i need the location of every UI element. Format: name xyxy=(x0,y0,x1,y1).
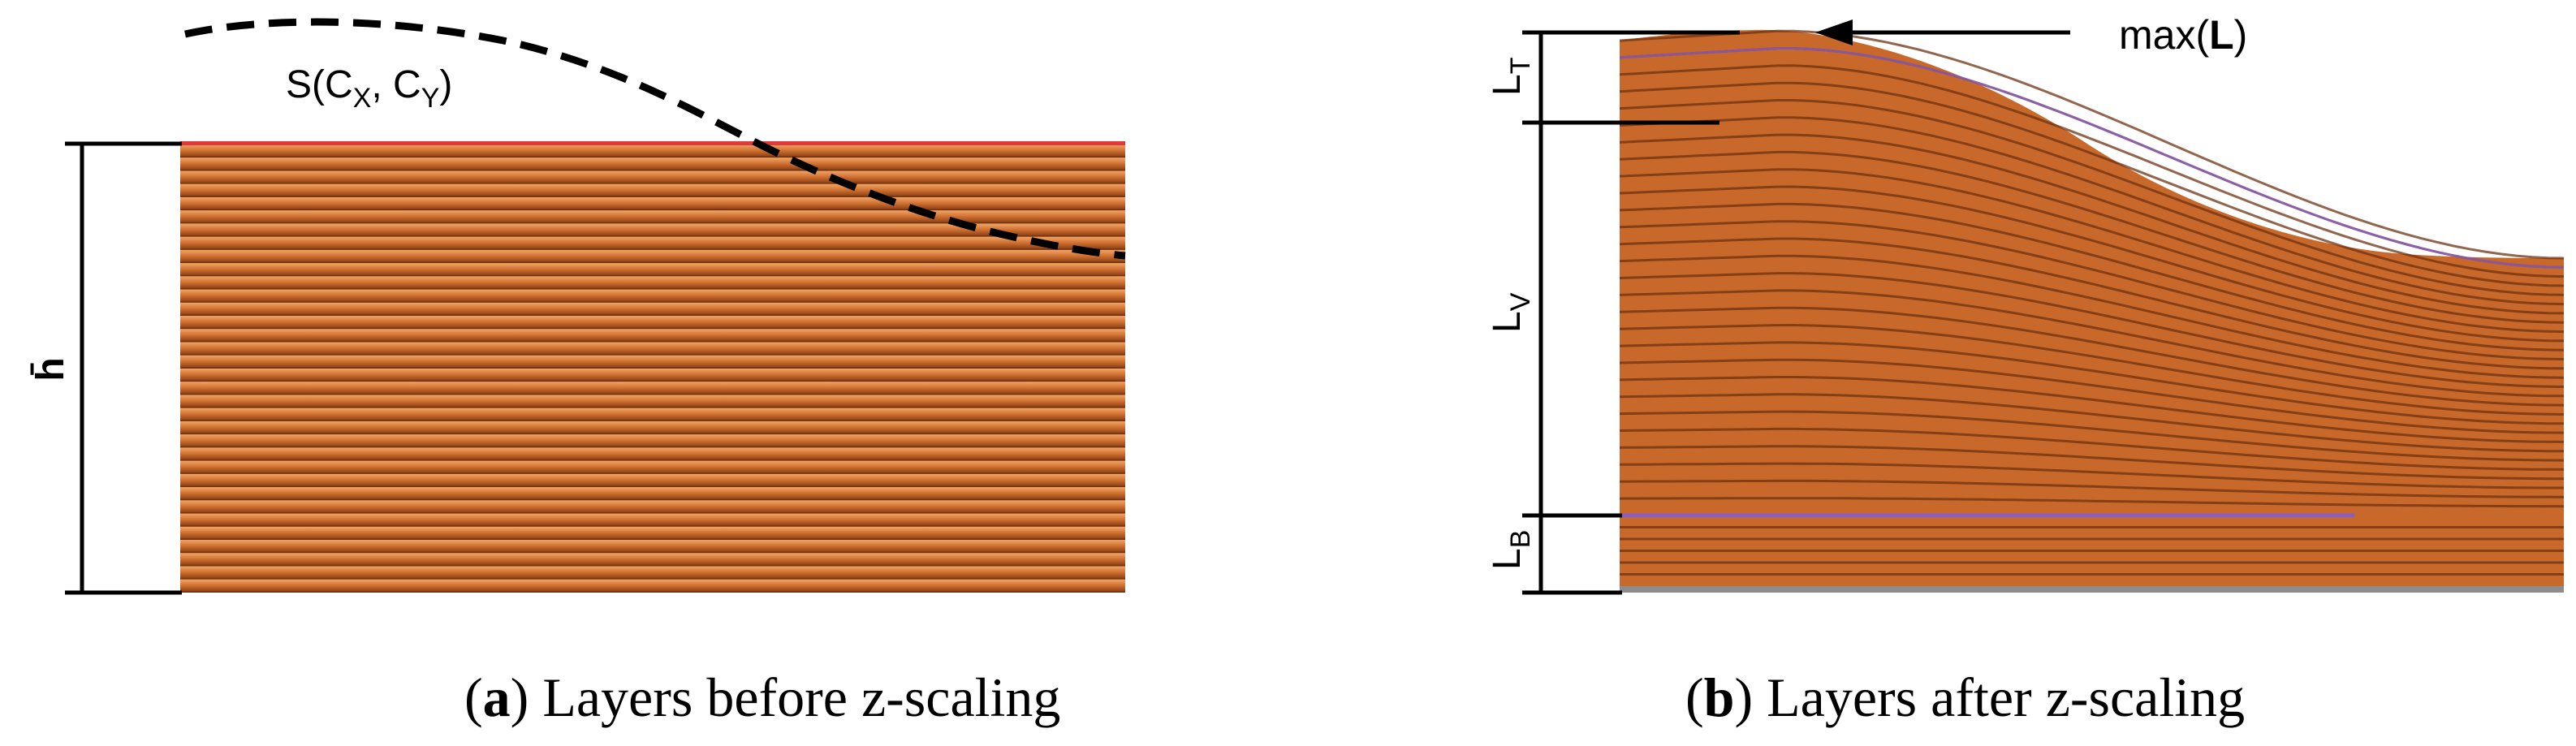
panel-a-layer xyxy=(180,447,1125,461)
panel-a-layer xyxy=(180,355,1125,369)
panel-b-layer-line xyxy=(1619,133,2565,315)
panel-a-layer xyxy=(180,263,1125,277)
panel-a-layer xyxy=(180,420,1125,435)
panel-a-layer xyxy=(180,526,1125,541)
panel-b-layer-line xyxy=(1619,237,2565,370)
panel-a-layer xyxy=(180,183,1125,197)
panel-b-layer-line xyxy=(1619,393,2565,453)
panel-a-layer xyxy=(180,223,1125,237)
panel-b-layer-line xyxy=(1619,116,2565,306)
panel-a-layer xyxy=(180,473,1125,488)
panel-a-layer xyxy=(180,342,1125,356)
panel-b-layer-line xyxy=(1619,150,2565,324)
panel-a-layer xyxy=(180,434,1125,448)
panel-b-layer-line xyxy=(1619,185,2565,343)
panel-b-layer-line xyxy=(1619,410,2565,462)
panel-a-caption: (a) Layers before z-scaling xyxy=(464,666,1060,728)
panel-b-layer-line xyxy=(1619,462,2564,489)
panel-b-layer-line xyxy=(1619,254,2565,379)
panel-b-max-arrow-head xyxy=(1815,19,1853,45)
panel-a: h̄ S(CX, CY) (a) Layers before z-scaling xyxy=(29,18,1126,728)
panel-a-layer xyxy=(180,500,1125,514)
panel-a-layer xyxy=(180,302,1125,317)
panel-a-layer xyxy=(180,382,1125,395)
panel-b-layer-line xyxy=(1619,29,2565,260)
panel-b-layer-line xyxy=(1619,445,2564,481)
panel-b-layers xyxy=(1619,29,2565,576)
panel-a-surface-label: S(CX, CY) xyxy=(286,63,452,114)
panel-a-surface-curve xyxy=(184,18,1126,260)
panel-b-layer-line xyxy=(1619,479,2565,498)
panel-a-layer xyxy=(180,460,1125,474)
panel-b-layer-line xyxy=(1619,81,2565,287)
panel-b-boundary-highlight xyxy=(1619,47,2565,269)
panel-a-layer xyxy=(180,566,1125,580)
panel-b-layer-line xyxy=(1619,168,2565,334)
panel-b-label-lv: LV xyxy=(1486,292,1536,333)
panel-b-label-lb: LB xyxy=(1486,530,1536,570)
panel-a-layer xyxy=(180,579,1125,593)
panel-a-layer xyxy=(180,329,1125,343)
panel-b-layer-line xyxy=(1619,289,2565,398)
panel-a-layer xyxy=(180,289,1125,303)
panel-b-layer-line xyxy=(1619,306,2565,407)
panel-a-layer xyxy=(180,144,1125,158)
panel-a-layer xyxy=(180,157,1125,171)
panel-a-layer xyxy=(180,210,1125,224)
panel-b-base-shadow xyxy=(1620,586,2564,593)
panel-b-layer-line xyxy=(1619,99,2565,296)
panel-a-layer xyxy=(180,407,1125,421)
panel-b-layer-line xyxy=(1619,272,2565,388)
panel-b-layer-line xyxy=(1619,220,2565,360)
panel-b-layer-line xyxy=(1619,341,2565,425)
panel-a-top-layer-highlight xyxy=(180,141,1125,145)
panel-a-layer xyxy=(180,236,1125,250)
panel-a-layer xyxy=(180,513,1125,527)
panel-a-layer xyxy=(180,395,1125,408)
panel-b-layer-line xyxy=(1619,376,2565,443)
panel-a-layers xyxy=(180,144,1125,593)
panel-b-layer-line xyxy=(1619,427,2565,471)
panel-a-layer xyxy=(180,316,1125,330)
panel-a-layer xyxy=(180,487,1125,501)
panel-b-layer-line xyxy=(1619,64,2565,278)
panel-a-layer xyxy=(180,540,1125,554)
panel-a-layer xyxy=(180,170,1125,184)
panel-b-layer-line xyxy=(1619,202,2565,351)
panel-b: LT LV LB max(L) (b) Layers after z-scali… xyxy=(1486,12,2565,728)
panel-b-label-lt: LT xyxy=(1486,58,1536,96)
panel-b-layer-line xyxy=(1619,358,2565,434)
panel-a-layer xyxy=(180,276,1125,290)
panel-b-layer-line xyxy=(1619,323,2565,416)
panel-a-height-label: h̄ xyxy=(29,357,72,381)
panel-b-layer-line xyxy=(1620,497,2564,508)
panel-b-caption: (b) Layers after z-scaling xyxy=(1685,666,2245,728)
panel-a-layer xyxy=(180,369,1125,382)
panel-a-layer xyxy=(180,196,1125,211)
panel-b-max-label: max(L) xyxy=(2119,12,2247,58)
panel-a-layer xyxy=(180,249,1125,264)
panel-a-layer xyxy=(180,553,1125,567)
